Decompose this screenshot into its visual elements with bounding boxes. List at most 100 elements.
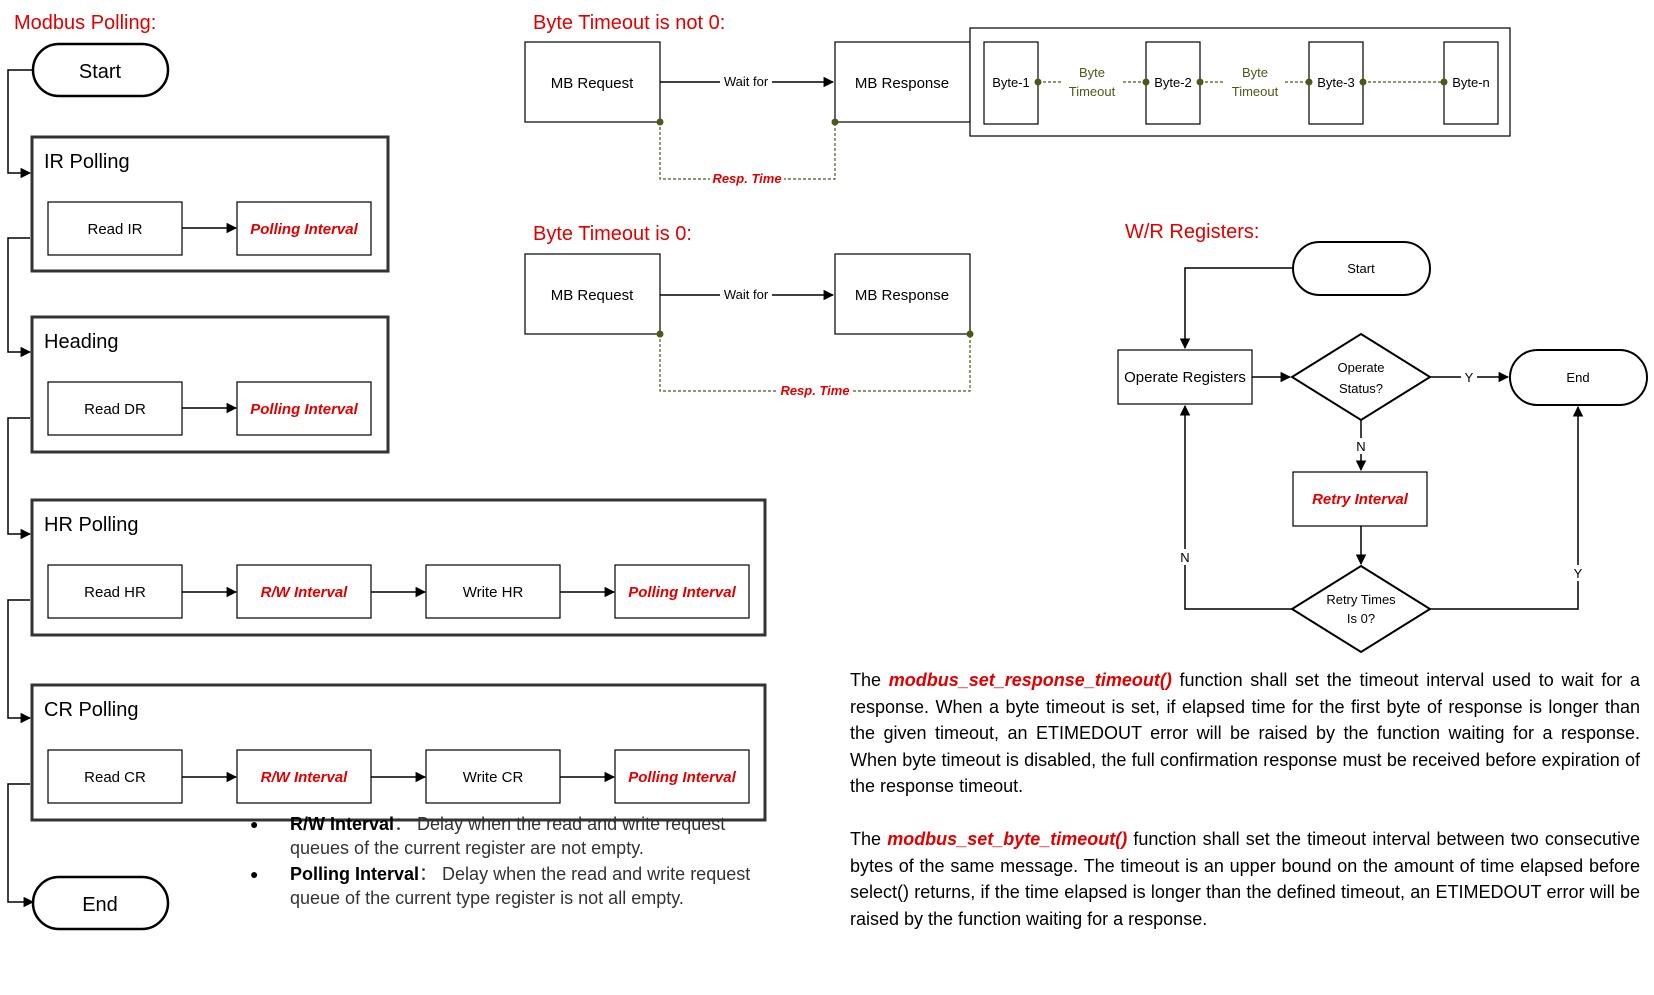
byte-timeout-paragraph: The modbus_set_byte_timeout() function s… [850,826,1640,932]
para-text: function shall set the timeout interval … [850,670,1640,796]
group-title: HR Polling [44,514,138,536]
step-label: Write HR [463,584,524,601]
modbus-polling-title: Modbus Polling: [14,12,156,34]
mb-request-box [524,41,661,123]
group-title: IR Polling [44,151,130,173]
interval-label: Polling Interval [628,769,736,786]
label-bg [720,287,772,303]
mb-response-box [834,41,971,123]
mb-response-label: MB Response [855,287,949,304]
step-label: Read DR [84,401,146,418]
byte-box [983,41,1039,125]
interval-box [236,381,372,436]
decision-label: Operate [1338,360,1385,375]
step-label: Read IR [87,221,142,238]
note-sep: ： [394,814,413,834]
connector [1430,405,1584,610]
interval-box [236,564,372,619]
group-title: CR Polling [44,699,138,721]
end-label: End [82,894,118,916]
byte-timeout-label: Timeout [1069,84,1116,99]
operate-status-decision [1290,332,1432,422]
connector [1179,267,1293,350]
byte-label: Byte-1 [992,75,1030,90]
byte-label: Byte-2 [1154,75,1192,90]
label-bg [1062,62,1122,100]
note-text: Delay when the read and write request qu… [290,864,751,908]
connector [7,237,32,358]
para-prefix: The [850,670,889,690]
interval-label: R/W Interval [261,584,349,601]
dot [1440,78,1448,86]
interval-box [614,749,750,804]
interval-box [236,201,372,256]
dot [1142,78,1150,86]
note-term: R/W Interval [290,814,395,834]
note-term: Polling Interval [290,864,420,884]
step-box [425,564,561,619]
resp-time-label: Resp. Time [712,171,781,186]
para-prefix: The [850,829,888,849]
label-bg [720,74,772,90]
response-timeout-paragraph: The modbus_set_response_timeout() functi… [850,667,1640,800]
label-bg [1461,369,1477,385]
byte-timeout-label: Timeout [1232,84,1279,99]
function-name: modbus_set_response_timeout() [888,670,1172,690]
connector [7,599,32,724]
connector [7,783,35,908]
mb-response-box [834,253,971,335]
dot [1359,78,1367,86]
no-label: N [1356,439,1365,454]
end-terminal [1509,349,1648,406]
function-name: modbus_set_byte_timeout() [887,829,1128,849]
dot [656,118,664,126]
mb-request-box [524,253,661,335]
wait-for-label: Wait for [724,74,769,89]
end-label: End [1566,370,1589,385]
wr-registers-title: W/R Registers: [1125,221,1259,243]
retry-times-decision [1290,564,1432,654]
dot [831,118,839,126]
label-bg [1225,62,1285,100]
connector [1179,404,1292,610]
dot [656,330,664,338]
yes-label: Y [1574,566,1583,581]
interval-label: Polling Interval [250,401,358,418]
note-sep: ： [419,864,438,884]
byte-box [1443,41,1499,125]
interval-box [614,564,750,619]
interval-box [236,749,372,804]
byte-timeout-label: Byte [1242,65,1268,80]
label-bg [778,382,852,398]
byte-timeout-zero-title: Byte Timeout is 0: [533,223,692,245]
dot [966,330,974,338]
byte-label: Byte-n [1452,75,1490,90]
step-label: Write CR [463,769,524,786]
byte-timeout-label: Byte [1079,65,1105,80]
para-text: function shall set the timeout interval … [850,829,1640,929]
note-item: R/W Interval： Delay when the read and wr… [248,812,768,860]
retry-interval-box [1292,471,1428,527]
step-box [47,381,183,436]
resp-time-label: Resp. Time [780,383,849,398]
byte-timeout-nonzero-title: Byte Timeout is not 0: [533,12,725,34]
dot [1034,78,1042,86]
label-bg [710,170,784,186]
start-label: Start [79,61,122,83]
dot [1305,78,1313,86]
step-label: Read HR [84,584,146,601]
dot [1196,78,1204,86]
step-box [47,201,183,256]
step-box [47,564,183,619]
decision-label: Retry Times [1326,592,1396,607]
mb-response-label: MB Response [855,75,949,92]
step-box [425,749,561,804]
connector [7,417,32,540]
mb-request-label: MB Request [551,287,634,304]
no-label: N [1180,550,1189,565]
decision-label: Is 0? [1347,611,1375,626]
mb-request-label: MB Request [551,75,634,92]
note-item: Polling Interval： Delay when the read an… [248,862,768,910]
decision-label: Status? [1339,381,1383,396]
